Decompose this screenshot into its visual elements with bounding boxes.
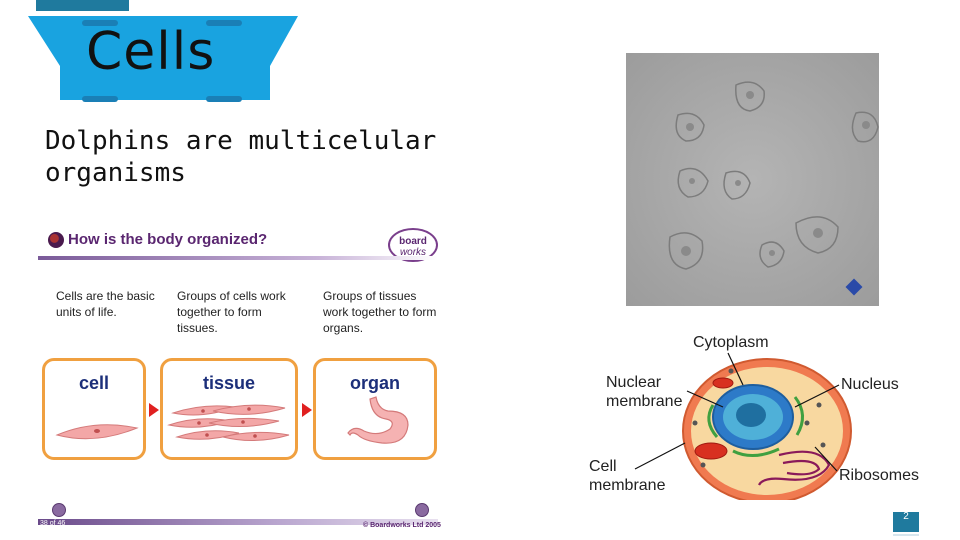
- slide-title: Cells: [86, 22, 216, 82]
- cell-micrograph: [626, 53, 879, 306]
- description-organ: Groups of tissues work together to form …: [323, 289, 437, 335]
- tissue-label: tissue: [202, 373, 256, 393]
- previous-slide-button[interactable]: [52, 503, 66, 517]
- description-cell: Cells are the basic units of life.: [56, 289, 155, 319]
- slide-subtitle: Dolphins are multicelular organisms: [45, 126, 437, 188]
- arrow-cell-to-tissue: [149, 403, 159, 417]
- next-slide-button[interactable]: [415, 503, 429, 517]
- title-banner: [28, 16, 298, 102]
- organ-box: organ: [313, 358, 437, 460]
- stomach-illustration: [347, 396, 409, 444]
- boardworks-slide: How is the body organized? board works C…: [36, 220, 446, 536]
- label-nuclear-membrane: Nuclear membrane: [606, 374, 683, 410]
- cell-diagram-illustration: [634, 352, 852, 504]
- footer-bar: [38, 519, 438, 525]
- boardworks-heading: How is the body organized?: [68, 231, 268, 248]
- description-tissue: Groups of cells work together to form ti…: [177, 289, 286, 335]
- boardworks-copyright: © Boardworks Ltd 2005: [363, 522, 441, 529]
- arrow-tissue-to-organ: [302, 403, 312, 417]
- slide-number-underline: [893, 534, 919, 536]
- cell-diagram: Cytoplasm Nuclear membrane Nucleus Cell …: [583, 325, 933, 504]
- label-cytoplasm: Cytoplasm: [693, 334, 769, 351]
- label-ribosomes: Ribosomes: [839, 467, 920, 484]
- slide-number: 2: [893, 512, 919, 532]
- tissue-box: tissue: [160, 358, 298, 460]
- tissue-illustration: [167, 404, 290, 442]
- bullet-icon: [48, 232, 64, 248]
- label-nucleus: Nucleus: [841, 376, 899, 393]
- cell-box: cell: [42, 358, 146, 460]
- organ-label: organ: [349, 373, 400, 393]
- cell-label: cell: [78, 373, 110, 393]
- label-cell-membrane: Cell membrane: [589, 458, 666, 494]
- heading-divider: [38, 256, 438, 260]
- top-accent-tab: [36, 0, 129, 11]
- boardworks-page-label: 38 of 46: [40, 520, 66, 527]
- boardworks-logo: board works: [388, 228, 438, 262]
- cell-illustration: [55, 424, 139, 440]
